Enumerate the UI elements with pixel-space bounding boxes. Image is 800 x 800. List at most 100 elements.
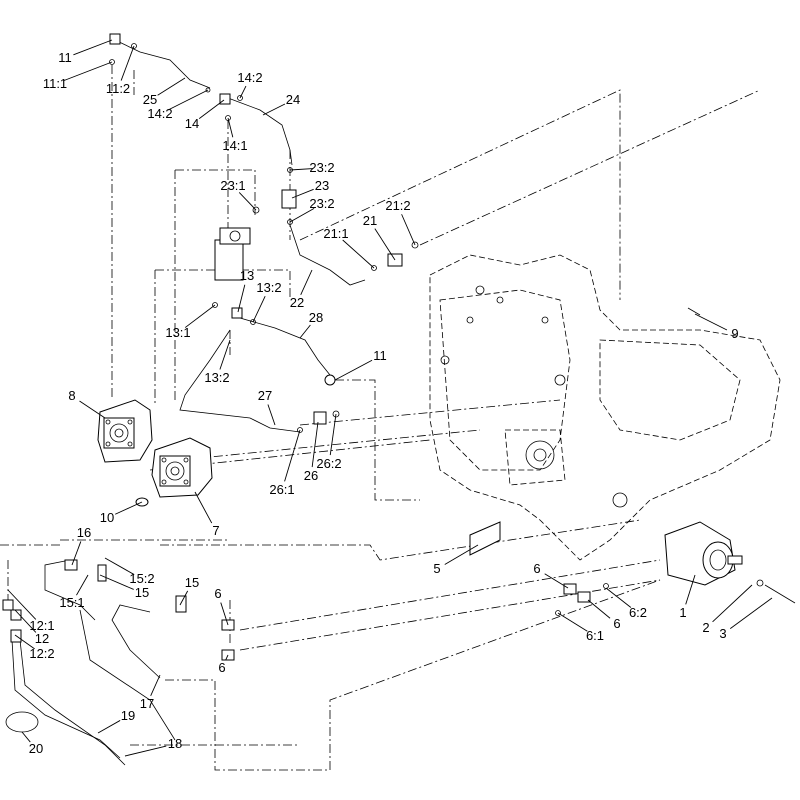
leader-line-c13-1 <box>184 304 216 328</box>
leader-line-c8 <box>79 400 106 419</box>
callout-label-c15a: 15 <box>135 585 149 600</box>
leader-line-c27 <box>267 404 276 426</box>
callout-label-c6b: 6 <box>218 660 225 675</box>
callout-label-c8: 8 <box>68 388 75 403</box>
callout-label-c10: 10 <box>100 510 114 525</box>
callout-label-c21: 21 <box>363 213 377 228</box>
callout-label-c12-1: 12:1 <box>29 618 54 633</box>
callout-label-c14: 14 <box>185 116 199 131</box>
callout-label-c21-2: 21:2 <box>385 198 410 213</box>
leader-line-c25 <box>157 77 186 96</box>
callout-label-c26-2: 26:2 <box>316 456 341 471</box>
leader-line-c13-2a <box>252 295 266 323</box>
callout-label-c22: 22 <box>290 295 304 310</box>
leader-line-c15-2 <box>104 557 135 575</box>
leader-line-c6b <box>225 654 229 661</box>
chassis-frame <box>429 254 781 561</box>
leader-line-c6c <box>544 573 569 589</box>
callout-label-c26: 26 <box>304 468 318 483</box>
callout-label-c11-1: 11:1 <box>43 76 67 91</box>
leader-line-c21-1 <box>342 239 375 269</box>
leader-line-c23-2b <box>289 208 315 223</box>
leader-line-c19 <box>97 720 121 734</box>
callout-label-c23: 23 <box>315 178 329 193</box>
callout-label-c6-1: 6:1 <box>586 628 604 643</box>
callout-label-c19: 19 <box>121 708 135 723</box>
leader-line-c1 <box>685 574 696 605</box>
callout-label-c13-1: 13:1 <box>165 325 190 340</box>
callout-label-c13-2a: 13:2 <box>256 280 281 295</box>
callout-label-c11a: 11 <box>58 50 72 65</box>
callout-label-c13: 13 <box>240 268 254 283</box>
callout-label-c9: 9 <box>731 326 738 341</box>
fittings <box>2 33 701 733</box>
callout-label-c11-2: 11:2 <box>106 81 130 96</box>
leader-line-c2 <box>712 584 753 623</box>
callout-label-c21-1: 21:1 <box>323 226 348 241</box>
leader-line-c12 <box>14 609 37 633</box>
leader-line-c13-2b <box>219 339 231 370</box>
pump-rear <box>151 437 213 498</box>
callout-label-c5: 5 <box>433 561 440 576</box>
callout-label-c26-1: 26:1 <box>269 482 294 497</box>
pump-front <box>97 399 153 463</box>
leader-line-c12-1 <box>7 589 37 620</box>
callout-label-c13-2b: 13:2 <box>204 370 229 385</box>
leader-line-c11-2 <box>120 45 135 81</box>
callout-label-c14-2a: 14:2 <box>147 106 172 121</box>
callout-label-c28: 28 <box>309 310 323 325</box>
leader-line-c10 <box>114 501 143 515</box>
callout-label-c24: 24 <box>286 92 300 107</box>
callout-label-c14-1: 14:1 <box>222 138 247 153</box>
callout-label-c18: 18 <box>168 736 182 751</box>
leader-line-c15-1 <box>76 574 89 596</box>
callout-label-c1: 1 <box>679 605 686 620</box>
callout-label-c15b: 15 <box>185 575 199 590</box>
leader-line-c20 <box>21 731 31 743</box>
leader-line-c23-1 <box>238 192 257 211</box>
leader-line-c12-2 <box>14 634 35 650</box>
leader-line-c6-1 <box>557 612 588 632</box>
callout-label-c6c: 6 <box>533 561 540 576</box>
leader-line-c14-2b <box>239 85 247 99</box>
tubes-and-hoses <box>11 39 366 766</box>
leader-line-c16 <box>71 541 82 566</box>
leader-line-c23-2a <box>289 168 314 171</box>
leader-line-c14 <box>198 99 225 119</box>
leader-line-c21 <box>374 228 396 261</box>
callout-label-c15-1: 15:1 <box>59 595 84 610</box>
callout-label-c12-2: 12:2 <box>29 646 54 661</box>
leader-line-c11-1 <box>63 61 113 82</box>
callout-label-c3: 3 <box>719 626 726 641</box>
leader-line-c21-2 <box>401 214 416 246</box>
leader-line-c14-2a <box>167 89 209 111</box>
leader-line-c26-2 <box>329 413 337 456</box>
leader-line-c6d <box>587 599 611 619</box>
leader-line-c15a <box>99 574 134 590</box>
leader-line-c22 <box>300 269 313 295</box>
leader-line-c28 <box>299 324 311 339</box>
callout-label-c2: 2 <box>702 620 709 635</box>
leader-line-c6a <box>220 602 229 626</box>
leader-line-c9 <box>694 313 728 331</box>
leader-line-c23 <box>291 188 314 199</box>
hydraulic-motor <box>664 521 796 604</box>
leader-line-c7 <box>194 491 213 524</box>
callout-label-c20: 20 <box>29 741 43 756</box>
callout-label-c23-2a: 23:2 <box>309 160 334 175</box>
leader-line-c18 <box>124 745 167 757</box>
callout-label-c23-2b: 23:2 <box>309 196 334 211</box>
leader-line-c6-2 <box>605 587 632 608</box>
leader-line-c5 <box>444 544 479 565</box>
leader-line-c26 <box>311 421 319 468</box>
callout-label-c11b: 11 <box>373 348 387 363</box>
leader-line-c11a <box>73 39 113 56</box>
callout-label-c15-2: 15:2 <box>129 571 154 586</box>
assembly-lines <box>0 65 761 771</box>
leader-line-c11b <box>334 359 373 381</box>
hydraulic-filter <box>214 227 251 281</box>
callout-label-c7: 7 <box>212 523 219 538</box>
leader-line-c3 <box>729 597 773 630</box>
leader-line-c15b <box>179 590 189 606</box>
